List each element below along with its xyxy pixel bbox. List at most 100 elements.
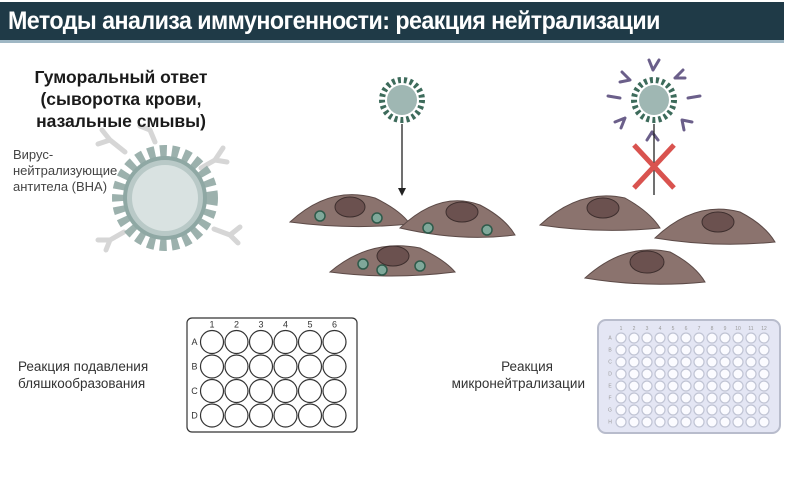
well (758, 380, 770, 392)
well (680, 392, 692, 404)
well (615, 380, 627, 392)
virus-with-antibodies-illustration (95, 123, 243, 253)
virus-infecting-illustration (379, 77, 425, 196)
well (615, 404, 627, 416)
well (199, 329, 225, 355)
well (297, 378, 323, 404)
row-label: B (191, 362, 197, 372)
column-label: 3 (258, 320, 263, 330)
well (273, 354, 298, 379)
well (680, 404, 692, 416)
column-label: 3 (646, 326, 649, 332)
well (199, 403, 225, 428)
well (706, 344, 718, 356)
well (224, 354, 249, 379)
well (628, 344, 640, 356)
label-line: Реакция (501, 359, 553, 374)
well (732, 392, 744, 404)
well (654, 344, 666, 356)
column-label: 4 (283, 320, 288, 330)
well (758, 356, 770, 368)
well (680, 380, 692, 392)
row-label: C (191, 386, 198, 396)
well (628, 356, 640, 368)
well (199, 354, 225, 379)
well (758, 392, 770, 404)
well (667, 368, 679, 380)
well (745, 380, 757, 392)
well (680, 344, 692, 356)
well (667, 332, 679, 344)
well (745, 368, 757, 380)
well (745, 404, 757, 416)
well (628, 416, 640, 428)
heading-line: (сыворотка крови, (40, 89, 202, 109)
column-label: 8 (711, 326, 714, 332)
well (732, 380, 744, 392)
well (706, 332, 718, 344)
vna-label: Вирус- нейтрализующие антитела (ВНА) (13, 147, 117, 195)
row-label: A (608, 336, 612, 342)
column-label: 11 (748, 326, 753, 332)
well (758, 368, 770, 380)
well (745, 416, 757, 428)
well (706, 356, 718, 368)
row-label: A (191, 337, 197, 347)
well (719, 332, 731, 344)
well (641, 380, 653, 392)
well (758, 344, 770, 356)
well (224, 378, 249, 404)
column-label: 7 (698, 326, 701, 332)
well (758, 332, 770, 344)
heading-line: Гуморальный ответ (34, 67, 208, 87)
well (667, 392, 679, 404)
well (224, 403, 249, 428)
well (693, 344, 705, 356)
well (297, 329, 323, 355)
well (628, 368, 640, 380)
well (615, 392, 627, 404)
title-bar: Методы анализа иммуногенности: реакция н… (0, 2, 784, 43)
column-label: 1 (209, 320, 214, 330)
well (667, 344, 679, 356)
well (719, 416, 731, 428)
label-line: Реакция подавления (18, 359, 149, 374)
well (628, 404, 640, 416)
well (706, 380, 718, 392)
plaque-reduction-label: Реакция подавления бляшкообразования (18, 358, 148, 392)
well (745, 356, 757, 368)
row-label: C (608, 360, 612, 366)
column-label: 12 (761, 326, 767, 332)
well (641, 404, 653, 416)
well (732, 416, 744, 428)
well (680, 368, 692, 380)
label-line: бляшкообразования (18, 376, 146, 391)
well (615, 344, 627, 356)
row-label: B (608, 348, 612, 354)
well (719, 356, 731, 368)
microneutralization-label: Реакция микронейтрализации (430, 358, 585, 392)
well (641, 368, 653, 380)
well (693, 356, 705, 368)
humoral-response-heading: Гуморальный ответ (сыворотка крови, наза… (16, 66, 226, 132)
row-label: G (608, 408, 612, 414)
well (654, 332, 666, 344)
column-label: 6 (332, 320, 337, 330)
well (745, 344, 757, 356)
well (732, 344, 744, 356)
well (273, 378, 298, 404)
well (273, 329, 298, 355)
row-label: H (608, 420, 612, 426)
well (745, 332, 757, 344)
well (322, 403, 347, 428)
label-line: нейтрализующие (13, 163, 118, 178)
column-label: 5 (672, 326, 675, 332)
well (667, 416, 679, 428)
well (628, 392, 640, 404)
well (273, 403, 298, 428)
well (732, 332, 744, 344)
well (667, 380, 679, 392)
well (641, 356, 653, 368)
well (693, 416, 705, 428)
